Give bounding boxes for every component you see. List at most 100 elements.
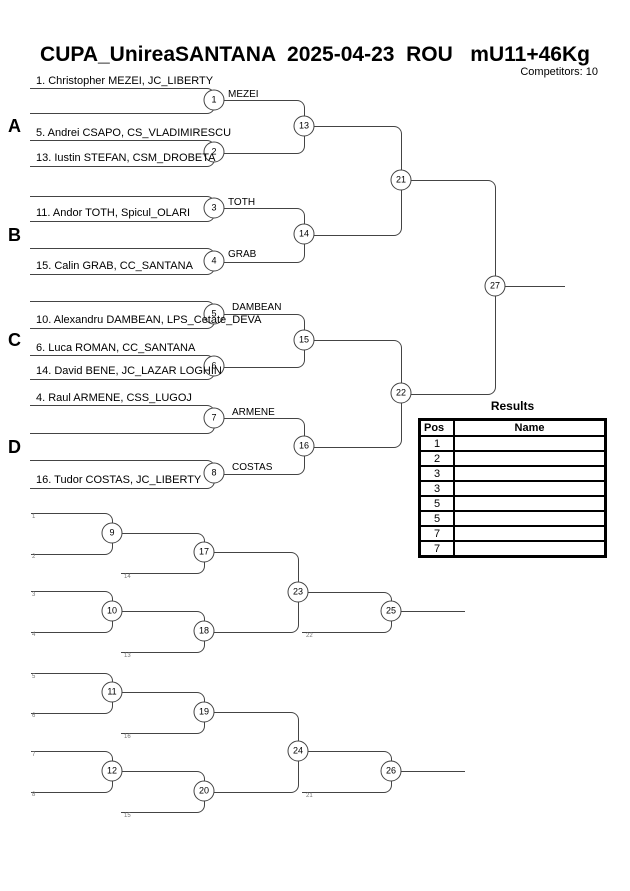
loser-ref-label: 16: [124, 734, 131, 740]
loser-ref-label: 2: [32, 554, 36, 560]
entry-name: 16. Tudor COSTAS, JC_LIBERTY: [36, 474, 202, 486]
match-node-15: 15: [293, 329, 315, 351]
pos-cell: 3: [418, 465, 455, 482]
match-node-11: 11: [101, 681, 123, 703]
loser-ref-label: 5: [32, 674, 36, 680]
name-cell: [453, 465, 607, 482]
entry-name: 15. Calin GRAB, CC_SANTANA: [36, 260, 193, 272]
match-node-6: 6: [203, 355, 225, 377]
loser-ref-label: 21: [306, 793, 313, 799]
entry-name: 13. Iustin STEFAN, CSM_DROBETA: [36, 152, 216, 164]
results-row: 3: [418, 480, 607, 497]
match-node-3: 3: [203, 197, 225, 219]
winner-label: ARMENE: [232, 407, 275, 418]
match-node-5: 5: [203, 303, 225, 325]
bracket-connector-m1: [30, 88, 215, 114]
results-row: 5: [418, 495, 607, 512]
loser-ref-label: 15: [124, 813, 131, 819]
winner-label: DAMBEAN: [232, 302, 282, 313]
bracket-connector-m20: [121, 771, 205, 813]
bracket-connector-m17: [121, 533, 205, 574]
name-column-header: Name: [453, 418, 607, 437]
entry-name: 5. Andrei CSAPO, CS_VLADIMIRESCU: [36, 127, 232, 139]
match-node-13: 13: [293, 115, 315, 137]
results-row: 1: [418, 435, 607, 452]
competitors-count: Competitors: 10: [520, 66, 598, 78]
match-node-22: 22: [390, 382, 412, 404]
match-node-19: 19: [193, 701, 215, 723]
match-node-10: 10: [101, 600, 123, 622]
entry-name: 14. David BENE, JC_LAZAR LOGHIN: [36, 365, 222, 377]
group-label-c: C: [8, 330, 21, 350]
loser-ref-label: 22: [306, 633, 313, 639]
results-row: 2: [418, 450, 607, 467]
match-node-24: 24: [287, 740, 309, 762]
pos-cell: 1: [418, 435, 455, 452]
loser-ref-label: 3: [32, 592, 36, 598]
loser-ref-label: 14: [124, 574, 131, 580]
match-node-12: 12: [101, 760, 123, 782]
name-cell: [453, 495, 607, 512]
bracket-connector-m18: [121, 611, 205, 653]
winner-label: TOTH: [228, 197, 256, 208]
group-label-b: B: [8, 225, 21, 245]
match-node-21: 21: [390, 169, 412, 191]
pos-cell: 7: [418, 525, 455, 542]
entry-name: 1. Christopher MEZEI, JC_LIBERTY: [36, 75, 214, 87]
loser-ref-label: 1: [32, 514, 36, 520]
bracket-connector-m25: [302, 592, 392, 633]
match-node-20: 20: [193, 780, 215, 802]
winner-label: GRAB: [228, 249, 257, 260]
bracket-connector-m7: [30, 405, 215, 434]
winner-label: MEZEI: [228, 89, 259, 100]
pos-cell: 5: [418, 495, 455, 512]
bracket-connector-m21: [313, 126, 402, 236]
match-node-2: 2: [203, 141, 225, 163]
pos-cell: 3: [418, 480, 455, 497]
match-node-25: 25: [380, 600, 402, 622]
results-row: 7: [418, 540, 607, 558]
results-row: 3: [418, 465, 607, 482]
bracket-connector-m23: [213, 552, 299, 633]
entry-name: 11. Andor TOTH, Spicul_OLARI: [36, 207, 191, 219]
bracket-connector-m19: [121, 692, 205, 734]
loser-ref-label: 8: [32, 792, 36, 798]
results-row: 7: [418, 525, 607, 542]
match-node-8: 8: [203, 462, 225, 484]
pos-column-header: Pos: [418, 418, 455, 437]
winner-label: COSTAS: [232, 462, 273, 473]
match-node-4: 4: [203, 250, 225, 272]
pos-cell: 5: [418, 510, 455, 527]
bracket-connector-m24: [213, 712, 299, 793]
name-cell: [453, 480, 607, 497]
match-node-14: 14: [293, 223, 315, 245]
final-winner-line: [495, 286, 565, 287]
entry-name: 10. Alexandru DAMBEAN, LPS_Cetate_DEVA: [36, 314, 262, 326]
loser-ref-label: 6: [32, 713, 36, 719]
match-node-18: 18: [193, 620, 215, 642]
loser-ref-label: 4: [32, 632, 36, 638]
entry-name: 4. Raul ARMENE, CSS_LUGOJ: [36, 392, 192, 404]
bracket-connector-m27: [410, 180, 496, 395]
match-node-9: 9: [101, 522, 123, 544]
match-node-26: 26: [380, 760, 402, 782]
bracket-connector-m26: [302, 751, 392, 793]
loser-ref-label: 7: [32, 752, 36, 758]
results-header-row: Pos Name: [418, 418, 607, 437]
results-row: 5: [418, 510, 607, 527]
results-table: Pos Name 1 2 3 3 5 5 7: [418, 418, 607, 558]
pos-cell: 7: [418, 540, 455, 558]
results-title: Results: [490, 399, 535, 413]
match-node-17: 17: [193, 541, 215, 563]
loser-ref-label: 13: [124, 653, 131, 659]
group-label-a: A: [8, 116, 21, 136]
match-node-27: 27: [484, 275, 506, 297]
bronze-winner-line-2: [391, 771, 465, 772]
name-cell: [453, 435, 607, 452]
name-cell: [453, 450, 607, 467]
name-cell: [453, 510, 607, 527]
page-title: CUPA_UnireaSANTANA 2025-04-23 ROU mU11+4…: [40, 43, 590, 66]
match-node-16: 16: [293, 435, 315, 457]
match-node-23: 23: [287, 581, 309, 603]
